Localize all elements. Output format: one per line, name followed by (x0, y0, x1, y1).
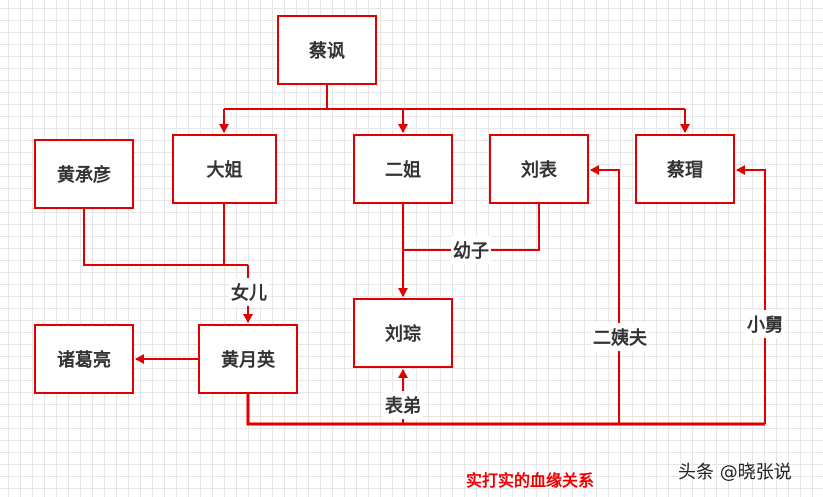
edge-label-uncle-in-law: 二姨夫 (591, 323, 649, 351)
node-cai-mao[interactable]: 蔡瑁 (635, 134, 735, 204)
edge-liubiao (403, 204, 540, 251)
edge-label-cousin: 表弟 (383, 391, 423, 419)
watermark: 头条 @晓张说 (678, 462, 792, 483)
node-label: 黄月英 (221, 350, 275, 371)
edge-label-little-uncle: 小舅 (745, 310, 785, 338)
edge-huangchengyan (83, 209, 248, 266)
node-liu-biao[interactable]: 刘表 (489, 134, 589, 204)
node-da-jie[interactable]: 大姐 (172, 134, 277, 204)
node-label: 蔡讽 (309, 41, 345, 62)
node-label: 黄承彦 (57, 165, 111, 186)
node-label: 大姐 (206, 160, 243, 181)
node-huang-yueying[interactable]: 黄月英 (198, 324, 298, 394)
edge-to-caimao-side (736, 165, 766, 424)
node-label: 二姐 (385, 160, 421, 181)
node-cai-feng[interactable]: 蔡讽 (277, 15, 377, 85)
caption: 实打实的血缘关系 (466, 471, 595, 490)
node-huang-chengyan[interactable]: 黄承彦 (34, 139, 134, 209)
node-er-jie[interactable]: 二姐 (353, 134, 453, 204)
node-label: 刘表 (521, 160, 557, 181)
edge-huangyueying-bottom (246, 394, 765, 426)
edge-caifeng-trunk (224, 85, 685, 110)
node-label: 蔡瑁 (667, 160, 703, 181)
edge-label-daughter: 女儿 (229, 278, 269, 306)
node-zhuge-liang[interactable]: 诸葛亮 (34, 324, 134, 394)
node-liu-cong[interactable]: 刘琮 (353, 298, 453, 368)
node-label: 诸葛亮 (57, 350, 111, 371)
edge-to-liubiao (590, 165, 620, 424)
edge-label-youngest-son: 幼子 (451, 236, 491, 264)
node-label: 刘琮 (385, 324, 421, 345)
